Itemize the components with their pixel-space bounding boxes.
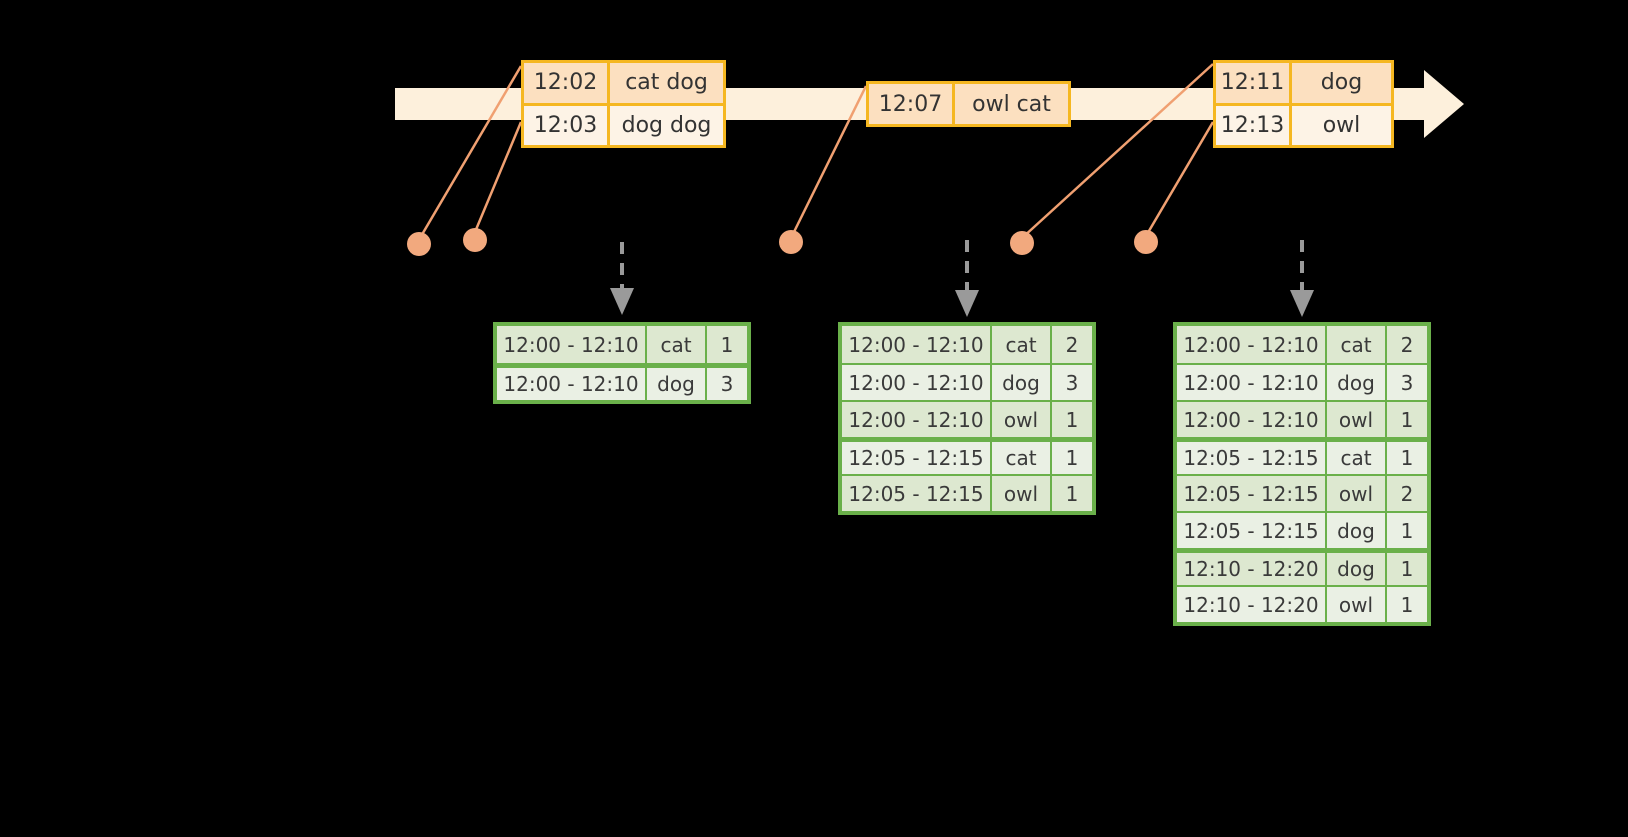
cell-key: dog: [1327, 365, 1387, 400]
processing-time-dots: [407, 228, 1158, 256]
cell-count: 1: [1400, 557, 1414, 581]
cell-count: 1: [1400, 592, 1414, 617]
processing-dot-2: [463, 228, 487, 252]
event-group-3[interactable]: 12:11 dog 12:13 owl: [1213, 60, 1394, 148]
connector-line-2: [473, 121, 523, 233]
result-arrow-1: [610, 242, 634, 315]
result-table-3[interactable]: 12:00 - 12:10 cat 2 12:00 - 12:10 dog 3 …: [1173, 322, 1431, 626]
result-table-2[interactable]: 12:00 - 12:10 cat 2 12:00 - 12:10 dog 3 …: [838, 322, 1096, 515]
cell-window: 12:00 - 12:10: [842, 402, 992, 437]
connector-line-3: [790, 85, 868, 237]
cell-window: 12:00 - 12:10: [497, 326, 647, 363]
cell-count: 2: [1065, 332, 1079, 357]
connector-line-5: [1144, 121, 1215, 237]
event-connector-lines: [418, 63, 1215, 239]
result-arrows: [610, 240, 1314, 317]
event-words: dog dog: [621, 112, 712, 138]
event-row[interactable]: 12:03 dog dog: [524, 102, 723, 145]
cell-key: owl: [1327, 476, 1387, 511]
event-row[interactable]: 12:02 cat dog: [524, 63, 723, 103]
event-group-1[interactable]: 12:02 cat dog 12:03 dog dog: [521, 60, 726, 148]
table-row[interactable]: 12:05 - 12:15 dog 1: [1177, 511, 1427, 548]
cell-window: 12:05 - 12:15: [842, 476, 992, 511]
cell-key: cat: [1327, 442, 1387, 474]
processing-dot-5: [1134, 230, 1158, 254]
event-time: 12:13: [1216, 105, 1292, 145]
connector-line-4: [1021, 63, 1214, 239]
table-row[interactable]: 12:00 - 12:10 owl 1: [1177, 400, 1427, 437]
cell-window: 12:00 - 12:10: [1177, 365, 1327, 400]
cell-window: 12:00 - 12:10: [1177, 402, 1327, 437]
table-row[interactable]: 12:05 - 12:15 owl 1: [842, 474, 1092, 511]
cell-window: 12:10 - 12:20: [1177, 587, 1327, 622]
table-row[interactable]: 12:00 - 12:10 dog 3: [497, 363, 747, 400]
cell-key: dog: [1327, 513, 1387, 548]
result-table-1[interactable]: 12:00 - 12:10 cat 1 12:00 - 12:10 dog 3: [493, 322, 751, 404]
cell-key: dog: [1327, 553, 1387, 585]
event-words: owl: [1322, 112, 1361, 138]
event-words: cat dog: [625, 70, 708, 96]
cell-count: 1: [1065, 481, 1079, 506]
event-time: 12:02: [524, 63, 610, 103]
table-row[interactable]: 12:00 - 12:10 cat 1: [497, 326, 747, 363]
processing-dot-3: [779, 230, 803, 254]
table-row[interactable]: 12:10 - 12:20 owl 1: [1177, 585, 1427, 622]
event-row[interactable]: 12:07 owl cat: [869, 84, 1068, 124]
table-row[interactable]: 12:00 - 12:10 owl 1: [842, 400, 1092, 437]
cell-key: cat: [992, 442, 1052, 474]
event-time: 12:03: [524, 105, 610, 145]
cell-key: owl: [992, 402, 1052, 437]
cell-key: dog: [647, 368, 707, 400]
result-arrow-3: [1290, 240, 1314, 317]
event-time: 12:07: [869, 84, 955, 124]
cell-count: 1: [1400, 446, 1414, 470]
event-group-2[interactable]: 12:07 owl cat: [866, 81, 1071, 127]
cell-count: 2: [1400, 481, 1414, 506]
cell-window: 12:05 - 12:15: [1177, 442, 1327, 474]
cell-window: 12:00 - 12:10: [842, 365, 992, 400]
cell-window: 12:00 - 12:10: [1177, 326, 1327, 363]
connector-line-1: [418, 65, 523, 239]
cell-count: 2: [1400, 332, 1414, 357]
cell-count: 1: [1065, 407, 1079, 432]
table-row[interactable]: 12:00 - 12:10 cat 2: [1177, 326, 1427, 363]
cell-key: owl: [992, 476, 1052, 511]
cell-window: 12:00 - 12:10: [842, 326, 992, 363]
cell-key: cat: [1327, 326, 1387, 363]
cell-window: 12:10 - 12:20: [1177, 553, 1327, 585]
table-row[interactable]: 12:05 - 12:15 owl 2: [1177, 474, 1427, 511]
event-words: owl cat: [972, 91, 1051, 117]
cell-count: 1: [1400, 407, 1414, 432]
table-row[interactable]: 12:05 - 12:15 cat 1: [842, 437, 1092, 474]
table-row[interactable]: 12:00 - 12:10 dog 3: [1177, 363, 1427, 400]
table-row[interactable]: 12:10 - 12:20 dog 1: [1177, 548, 1427, 585]
event-row[interactable]: 12:11 dog: [1216, 63, 1391, 103]
cell-key: owl: [1327, 402, 1387, 437]
cell-window: 12:05 - 12:15: [1177, 476, 1327, 511]
event-time: 12:11: [1216, 63, 1292, 103]
cell-window: 12:05 - 12:15: [842, 442, 992, 474]
cell-count: 1: [1065, 446, 1079, 470]
cell-count: 3: [720, 372, 734, 396]
cell-count: 3: [1065, 370, 1079, 395]
processing-dot-4: [1010, 231, 1034, 255]
result-arrow-2: [955, 240, 979, 317]
cell-count: 1: [720, 332, 734, 357]
table-row[interactable]: 12:00 - 12:10 dog 3: [842, 363, 1092, 400]
cell-count: 1: [1400, 518, 1414, 543]
cell-key: dog: [992, 365, 1052, 400]
cell-key: cat: [992, 326, 1052, 363]
event-row[interactable]: 12:13 owl: [1216, 102, 1391, 145]
cell-count: 3: [1400, 370, 1414, 395]
table-row[interactable]: 12:05 - 12:15 cat 1: [1177, 437, 1427, 474]
table-row[interactable]: 12:00 - 12:10 cat 2: [842, 326, 1092, 363]
processing-dot-1: [407, 232, 431, 256]
cell-key: cat: [647, 326, 707, 363]
cell-window: 12:00 - 12:10: [497, 368, 647, 400]
cell-window: 12:05 - 12:15: [1177, 513, 1327, 548]
cell-key: owl: [1327, 587, 1387, 622]
event-words: dog: [1320, 70, 1363, 96]
